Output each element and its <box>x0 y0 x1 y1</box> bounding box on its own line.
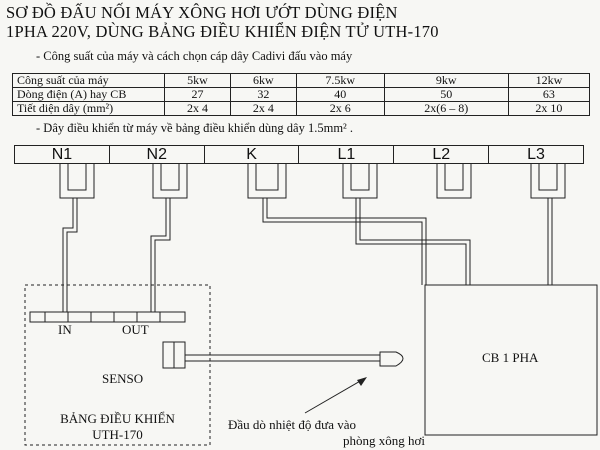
table-cell: 63 <box>507 87 591 102</box>
control-panel-name-line-2: UTH-170 <box>92 427 143 442</box>
control-panel-name: BẢNG ĐIỀU KHIỂN UTH-170 <box>30 411 205 443</box>
terminal-l1: L1 <box>299 146 395 163</box>
table-cell: Công suất của máy <box>12 73 165 88</box>
table-row: Dòng điện (A) hay CB 27 32 40 50 63 <box>12 87 591 102</box>
probe-arrowhead <box>357 377 367 386</box>
spec-table: Công suất của máy 5kw 6kw 7.5kw 9kw 12kw… <box>12 73 591 116</box>
out-label: OUT <box>122 322 149 337</box>
table-cell: 5kw <box>164 73 231 88</box>
control-panel-box <box>24 284 211 446</box>
probe-arrow <box>304 379 363 414</box>
terminal-k: K <box>205 146 300 163</box>
terminal-l2: L2 <box>394 146 490 163</box>
probe-lead <box>185 354 380 362</box>
table-cell: 27 <box>164 87 231 102</box>
in-out-terminal-block <box>29 311 186 323</box>
wire-n1-to-in <box>62 198 78 312</box>
probe-head <box>379 351 404 367</box>
table-cell: 12kw <box>507 73 591 88</box>
diagram-title: SƠ ĐỒ ĐẤU NỐI MÁY XÔNG HƠI ƯỚT DÙNG ĐIỆN… <box>6 3 598 41</box>
note-control-wire: - Dây điều khiển từ máy về bảng điều khi… <box>36 121 354 135</box>
control-panel-name-line-1: BẢNG ĐIỀU KHIỂN <box>60 411 175 426</box>
note-cable-selection: - Công suất của máy và cách chọn cáp dây… <box>36 49 353 63</box>
table-cell: 2x(6 – 8) <box>383 101 509 116</box>
table-cell: 7.5kw <box>295 73 385 88</box>
table-cell: 2x 6 <box>295 101 385 116</box>
in-label: IN <box>58 322 72 337</box>
table-cell: Tiết diện dây (mm²) <box>12 101 165 116</box>
wire-l1-to-breaker <box>355 198 471 285</box>
breaker-box <box>424 284 598 436</box>
terminal-strip: N1 N2 K L1 L2 L3 <box>14 145 584 164</box>
probe-note-line-2: phòng xông hơi <box>343 433 425 448</box>
terminal-stubs <box>59 164 566 199</box>
table-cell: 2x 4 <box>229 101 297 116</box>
terminal-n2: N2 <box>110 146 205 163</box>
breaker-label: CB 1 PHA <box>482 350 539 365</box>
table-cell: 6kw <box>229 73 297 88</box>
table-cell: 2x 4 <box>164 101 231 116</box>
terminal-l3: L3 <box>527 146 545 163</box>
terminal-n1: N1 <box>15 146 110 163</box>
title-line-2: 1PHA 220V, DÙNG BẢNG ĐIỀU KHIỂN ĐIỆN TỬ … <box>6 22 439 41</box>
table-cell: Dòng điện (A) hay CB <box>12 87 165 102</box>
wire-k-to-breaker <box>262 198 427 285</box>
wire-l3-to-breaker <box>547 198 553 285</box>
table-row: Tiết diện dây (mm²) 2x 4 2x 4 2x 6 2x(6 … <box>12 101 591 116</box>
title-line-1: SƠ ĐỒ ĐẤU NỐI MÁY XÔNG HƠI ƯỚT DÙNG ĐIỆN <box>6 3 398 22</box>
table-cell: 2x 10 <box>507 101 591 116</box>
wire-n2-to-out <box>150 198 171 312</box>
senso-label: SENSO <box>102 371 144 386</box>
probe-note-line-1: Đầu dò nhiệt độ đưa vào <box>228 417 356 432</box>
